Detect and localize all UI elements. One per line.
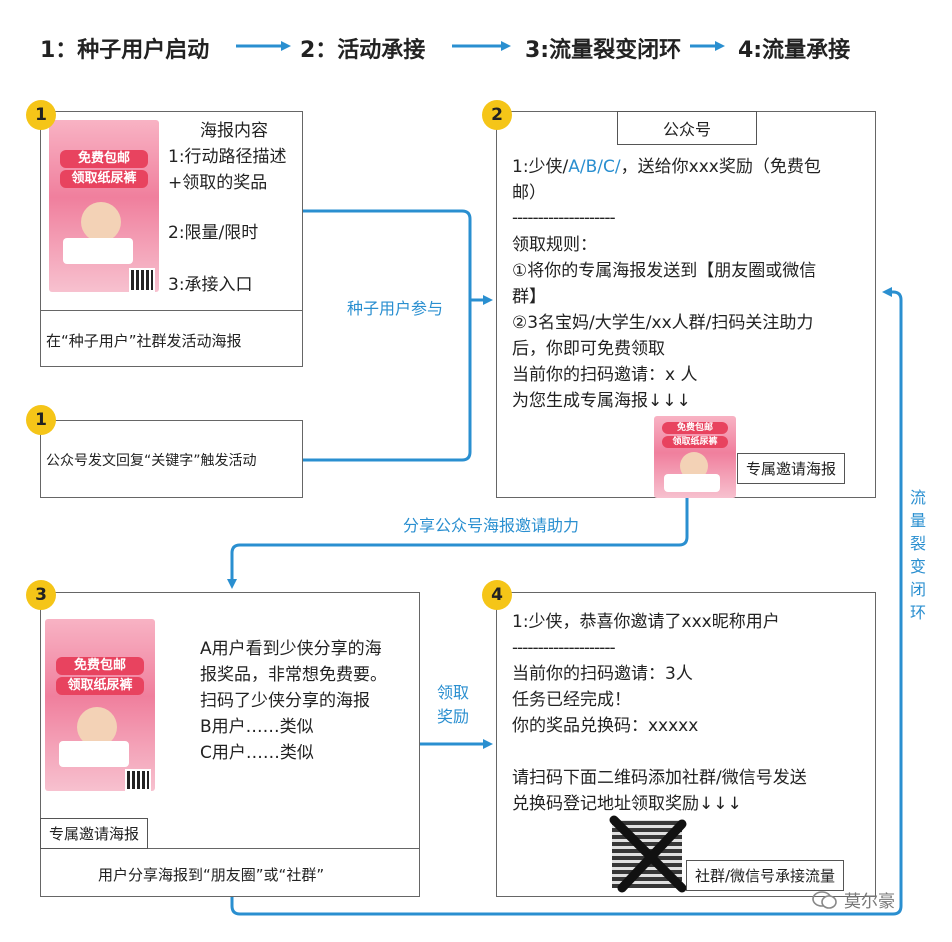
task-complete-line: 任务已经完成！ — [512, 690, 631, 710]
arrow-seed-join — [302, 209, 472, 462]
poster-product — [664, 474, 720, 492]
rule-line: 群】 — [512, 287, 546, 307]
poster-qr-code — [129, 268, 155, 292]
user-story-line: 扫码了少侠分享的海报 — [200, 691, 370, 711]
exclusive-poster-tag: 专属邀请海报 — [737, 453, 846, 484]
user-share-divider — [41, 848, 419, 849]
poster-content-line: 2:限量/限时 — [168, 223, 259, 243]
poster-baby — [77, 707, 117, 747]
user-share-caption: 用户分享海报到“朋友圈”或“社群” — [98, 866, 325, 884]
arrow-loop — [230, 287, 903, 916]
poster-qr-code — [125, 769, 151, 791]
loop-label: 流 量 裂 变 闭 环 — [908, 486, 928, 624]
reward-message-names: A/B/C/ — [568, 157, 621, 177]
invite-count-line: 当前你的扫码邀请：3人 — [512, 664, 693, 684]
dash-divider: -------------------- — [512, 208, 616, 228]
label-reward: 奖励 — [437, 707, 470, 726]
user-story-line: A用户看到少侠分享的海 — [200, 639, 382, 659]
loop-label-char: 闭 — [909, 580, 926, 599]
poster-image: 免费包邮 领取纸尿裤 — [49, 120, 159, 292]
exclusive-poster-tag: 专属邀请海报 — [40, 818, 149, 849]
redeem-code-line: 你的奖品兑换码：xxxxx — [512, 716, 699, 736]
arrow-share — [227, 498, 689, 589]
header-step1: 1：种子用户启动 — [40, 38, 210, 63]
poster-content-line: 1:行动路径描述 — [168, 147, 287, 167]
poster-headline: 免费包邮 — [60, 150, 148, 168]
label-seed-users: 种子用户参与 — [347, 299, 444, 318]
rule-line: 后，你即可免费领取 — [512, 339, 665, 359]
exclusive-poster-image: 免费包邮 领取纸尿裤 — [654, 416, 736, 498]
instruction-line: 请扫码下面二维码添加社群/微信号发送 — [512, 768, 807, 788]
invite-count-line: 当前你的扫码邀请：x 人 — [512, 365, 698, 385]
wechat-icon — [812, 890, 837, 909]
watermark: 莫尔豪 — [812, 887, 895, 912]
watermark-text: 莫尔豪 — [844, 892, 895, 912]
loop-label-char: 环 — [909, 603, 926, 622]
poster-product — [63, 238, 133, 264]
reward-message-line: 邮） — [512, 183, 546, 203]
rule-line: ②3名宝妈/大学生/xx人群/扫码关注助力 — [512, 313, 814, 333]
rule-line: ①将你的专属海报发送到【朋友圈或微信 — [512, 261, 817, 281]
header-step4: 4:流量承接 — [738, 38, 851, 63]
poster-content-line: 3:承接入口 — [168, 275, 253, 295]
rules-title: 领取规则： — [512, 235, 597, 255]
poster-baby — [81, 202, 121, 242]
instruction-line: 兑换码登记地址领取奖励↓↓↓ — [512, 794, 742, 814]
loop-label-char: 量 — [909, 511, 926, 530]
seed-poster-divider — [41, 310, 302, 311]
user-story-line: B用户……类似 — [200, 717, 314, 737]
keyword-trigger-box — [40, 420, 303, 498]
traffic-capture-box — [496, 592, 876, 897]
cross-mark-icon — [609, 815, 687, 893]
step-badge: 4 — [482, 580, 512, 610]
poster-content-line: +领取的奖品 — [168, 173, 268, 193]
user-story-line: 报奖品，非常想免费要。 — [200, 665, 387, 685]
reward-message-prefix: 1:少侠/ — [512, 157, 569, 177]
poster-headline: 免费包邮 — [56, 657, 144, 675]
traffic-capture-tag: 社群/微信号承接流量 — [686, 860, 845, 891]
poster-product — [59, 741, 129, 767]
loop-label-char: 流 — [909, 488, 926, 507]
shared-poster-image: 免费包邮 领取纸尿裤 — [45, 619, 155, 791]
label-share-poster: 分享公众号海报邀请助力 — [403, 516, 580, 535]
official-account-tab: 公众号 — [617, 111, 757, 145]
loop-label-char: 裂 — [909, 534, 926, 553]
dash-divider: -------------------- — [512, 638, 616, 658]
header-step2: 2：活动承接 — [300, 38, 426, 63]
success-line: 1:少侠，恭喜你邀请了xxx昵称用户 — [512, 612, 780, 632]
reward-message-rest: ，送给你xxx奖励（免费包 — [620, 157, 821, 177]
poster-subheadline: 领取纸尿裤 — [56, 677, 144, 695]
step-badge: 3 — [26, 580, 56, 610]
label-reward: 领取 — [437, 683, 470, 702]
loop-label-char: 变 — [909, 557, 926, 576]
seed-poster-caption: 在“种子用户”社群发活动海报 — [46, 332, 242, 350]
poster-subheadline: 领取纸尿裤 — [662, 436, 728, 448]
user-story-line: C用户……类似 — [200, 743, 314, 763]
poster-subheadline: 领取纸尿裤 — [60, 170, 148, 188]
step-badge: 1 — [26, 100, 56, 130]
generate-poster-line: 为您生成专属海报↓↓↓ — [512, 391, 691, 411]
poster-headline: 免费包邮 — [662, 422, 728, 434]
step-badge: 2 — [482, 100, 512, 130]
poster-content-title: 海报内容 — [200, 121, 268, 141]
keyword-trigger-text: 公众号发文回复“关键字”触发活动 — [46, 453, 257, 469]
reward-message: 1:少侠/A/B/C/，送给你xxx奖励（免费包 — [512, 154, 821, 180]
step-badge: 1 — [26, 405, 56, 435]
header-step3: 3:流量裂变闭环 — [525, 38, 682, 63]
